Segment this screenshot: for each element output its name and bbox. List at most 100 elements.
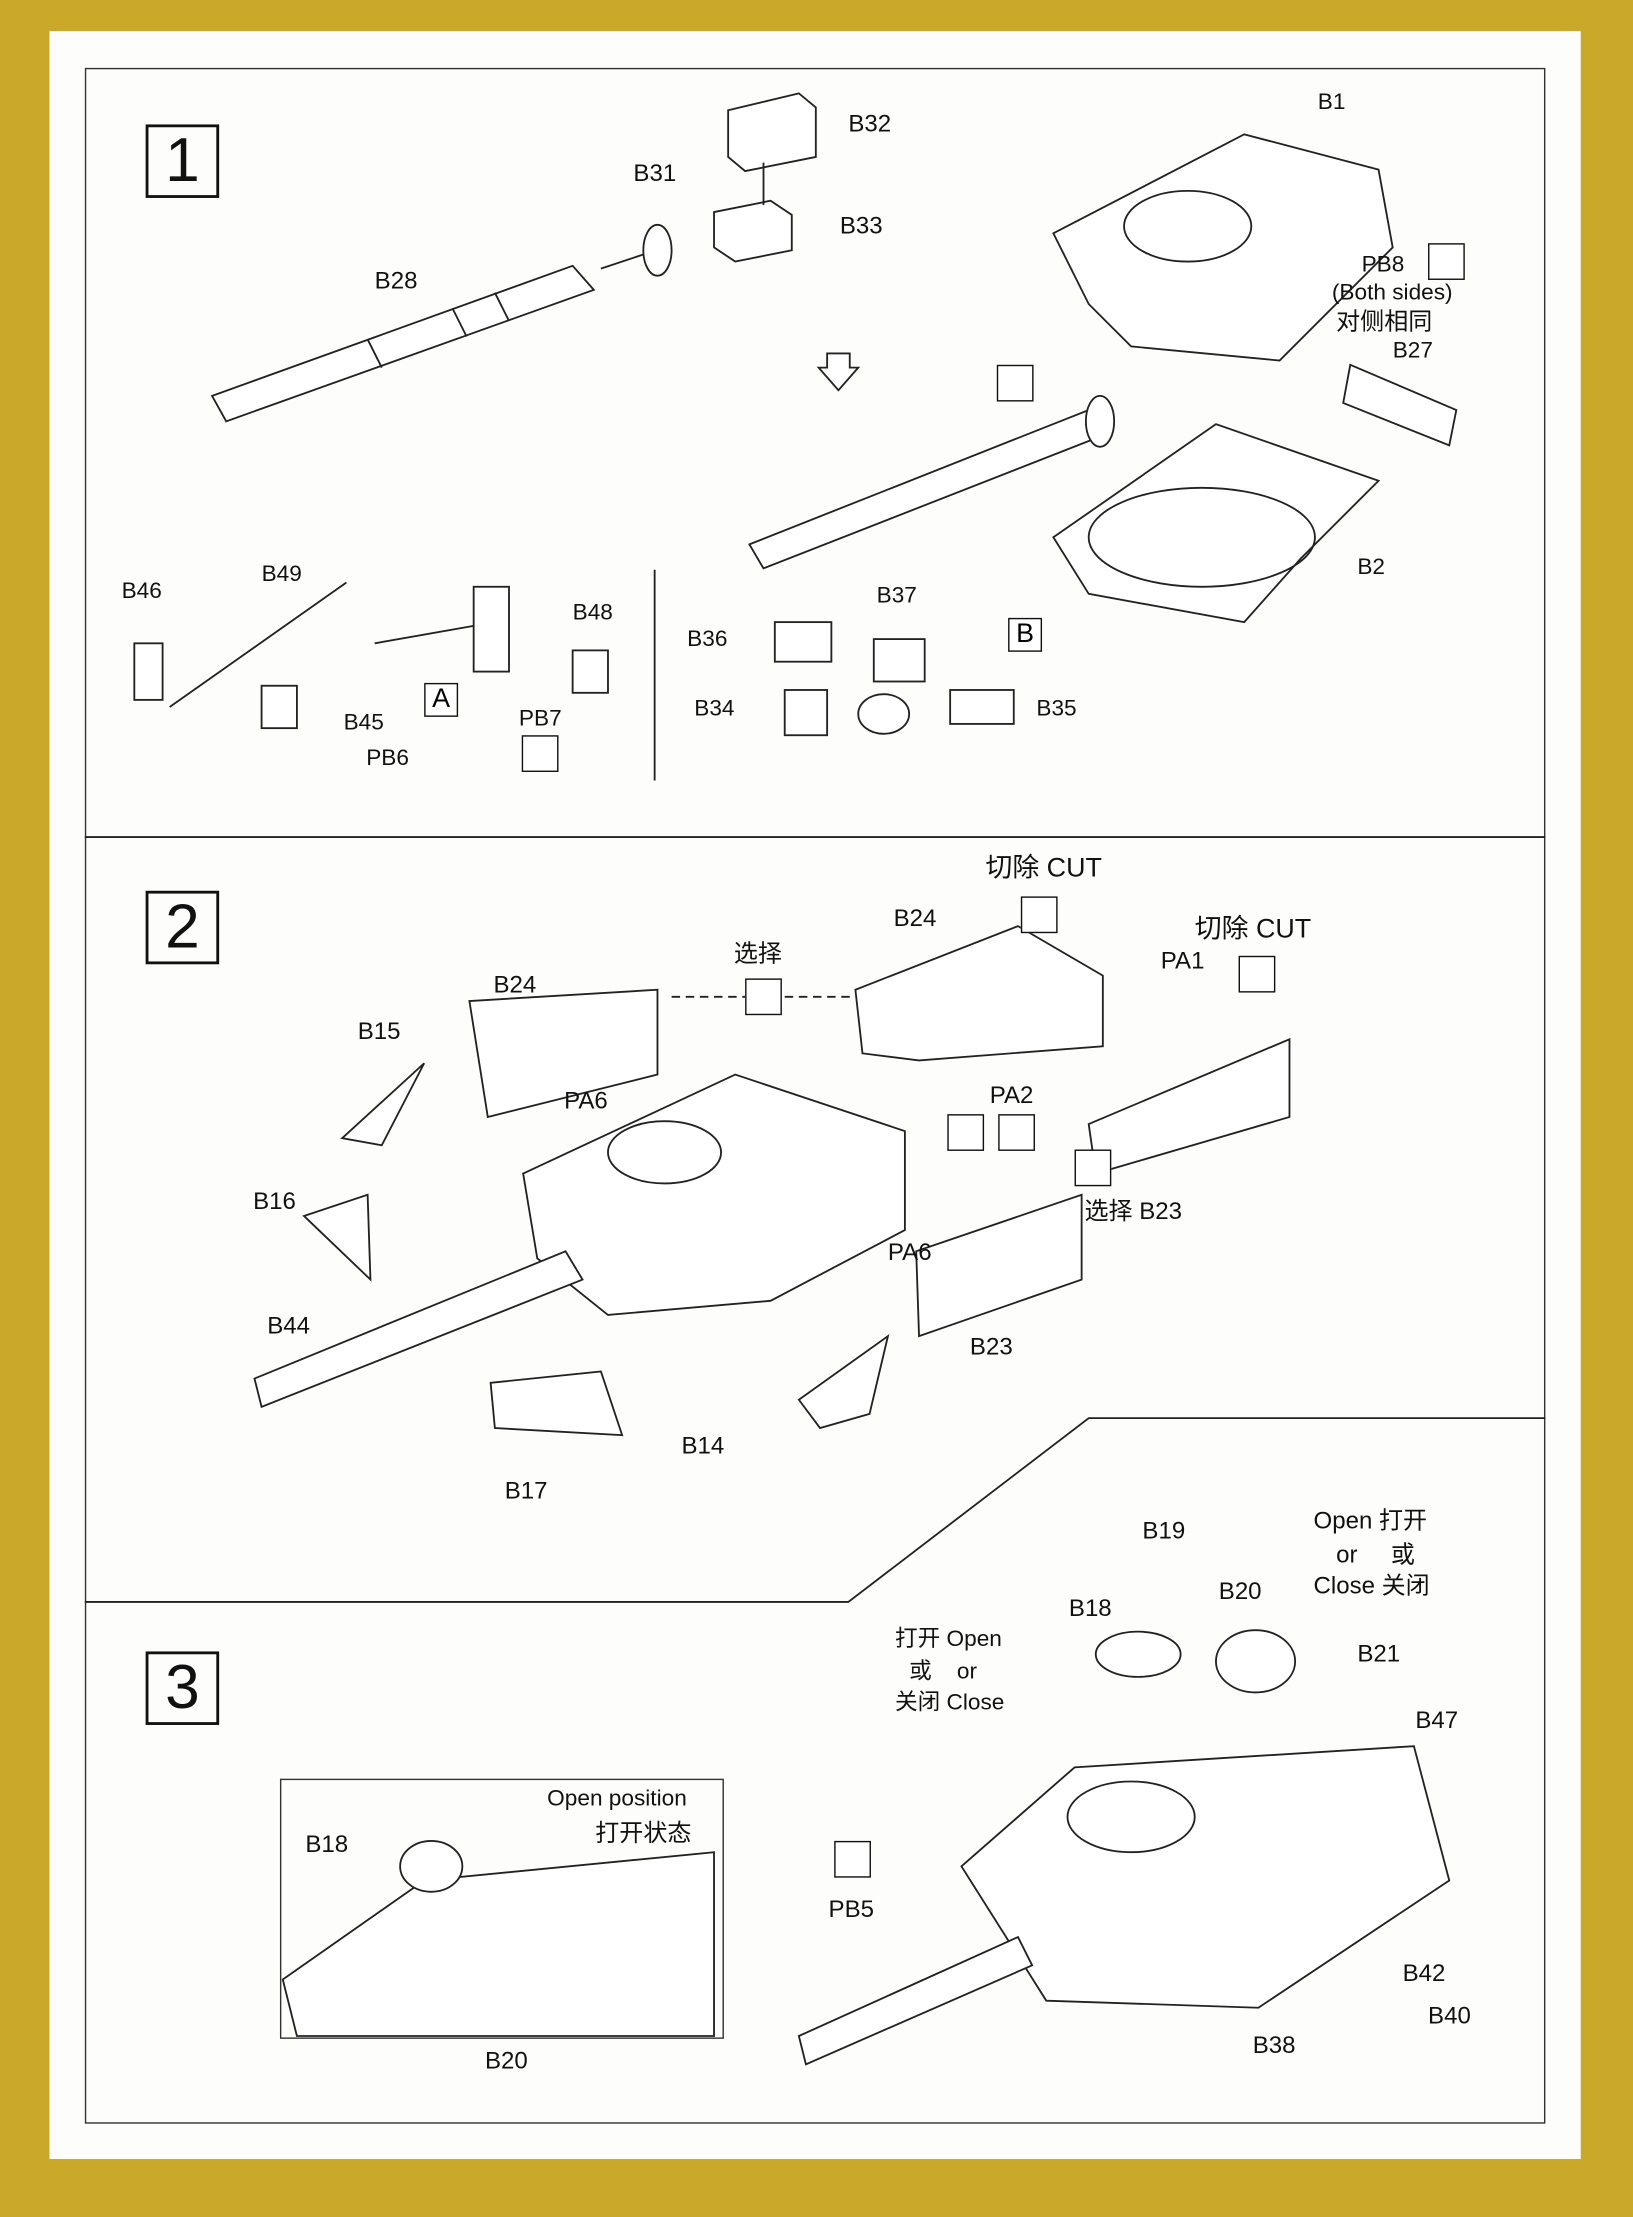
hatch-b18 [1094,1630,1182,1678]
part-label: B20 [1218,1577,1262,1605]
part-label: B28 [374,267,418,295]
note-both-sides-cn: 对侧相同 [1336,308,1433,336]
part-label: B42 [1402,1959,1446,1987]
attach-arrow-icon [947,1114,985,1151]
part-label: B21 [1357,1640,1401,1667]
gun-barrel-b28 [210,264,596,423]
open-close-note: 打开 Open [894,1627,1002,1652]
part-label: B46 [121,579,162,604]
part-label: PA6 [887,1238,932,1266]
step-number-3: 3 [145,1651,220,1725]
part-label: B18 [1068,1594,1112,1622]
part-label: B1 [1317,90,1346,115]
subassembly-a-marker: A [424,682,459,717]
cut-note: 切除 CUT [985,853,1102,884]
assembly-arrow-icon [816,352,861,392]
part-label: PB7 [518,706,562,731]
part-b16 [302,1193,372,1282]
part-label: B27 [1392,339,1433,364]
turret-step2 [253,1073,906,1409]
part-label: B40 [1428,2002,1471,2029]
open-close-note: 或 or [909,1659,978,1684]
part-b17 [489,1370,624,1437]
part-label: PB6 [366,746,409,771]
step-number-2: 2 [145,890,220,965]
part-label: B17 [504,1477,548,1505]
part-label: PA2 [989,1081,1034,1109]
inset-title-cn: 打开状态 [595,1819,692,1847]
step-number-1: 1 [145,124,220,198]
turret-step3 [797,1745,1451,2066]
part-label: B24 [893,904,937,932]
cut-note: 切除 CUT [1194,914,1312,945]
turret-b1 [1052,133,1394,362]
armor-panel-b23 [915,1193,1083,1338]
part-label: B15 [357,1018,401,1045]
stowage-rack-b24-alt [854,925,1104,1062]
option-note: 选择 B23 [1084,1197,1182,1225]
stowage-rack-b24 [468,988,659,1119]
gun-barrel-assembled [748,394,1116,570]
part-label: B31 [633,159,677,187]
option-icon [1074,1149,1112,1187]
turret-ring-b2 [1052,423,1381,624]
part-label: B48 [572,600,613,625]
part-label: B45 [343,711,384,736]
part-label: PA1 [1160,947,1205,975]
open-close-note: Open 打开 [1313,1507,1428,1535]
part-label: B19 [1142,1517,1186,1544]
part-label: PB8 [1361,253,1405,278]
glue-icon [1428,243,1465,280]
part-label: B16 [253,1187,296,1215]
option-note: 选择 [733,940,782,968]
part-label: PA6 [564,1087,608,1115]
part-b32 [727,92,817,173]
part-b27 [1342,363,1458,447]
part-label: B35 [1036,697,1077,722]
part-label: B44 [267,1312,310,1339]
rack-b23-alt [1087,1037,1291,1175]
part-label: B18 [305,1831,349,1858]
inset-hatch-b18-open [399,1839,464,1893]
hatch-b20 [1215,1629,1297,1694]
open-close-note: Close 关闭 [1313,1572,1430,1600]
part-label: B47 [1415,1706,1459,1734]
note-both-sides: (Both sides) [1331,281,1453,306]
arrow [600,253,644,270]
part-b15 [340,1062,425,1147]
part-label: B20 [484,2047,528,2075]
part-label: B24 [493,971,537,999]
part-label: B36 [687,627,728,652]
part-label: B34 [694,697,735,722]
part-b14 [797,1333,890,1430]
open-close-note: or 或 [1336,1541,1415,1569]
open-position-inset [279,1778,724,2039]
parts-assembly-b [773,621,1015,737]
part-label: B33 [839,212,883,239]
part-label: B32 [848,110,892,138]
glue-icon [834,1840,871,1878]
inset-turret [281,1851,715,2037]
inset-title: Open position [547,1787,687,1812]
open-close-note: 关闭 Close [894,1691,1005,1716]
part-label: B37 [876,583,917,608]
step-divider [84,1417,1546,1603]
do-not-glue-icon [996,364,1034,402]
machine-gun-assembly-a [133,581,609,730]
option-icon [745,978,782,1016]
glue-icon [521,735,559,772]
subassembly-b-marker: B [1008,617,1043,652]
cut-icon [1238,955,1276,993]
page-frame [84,67,1546,2124]
part-label: B2 [1357,555,1386,580]
part-label: B23 [969,1333,1013,1361]
glue-icon [998,1114,1035,1151]
mantlet-ring-b31 [642,223,673,277]
part-label: B38 [1252,2031,1296,2059]
cut-icon [1020,896,1058,934]
part-label: PB5 [828,1896,874,1923]
part-label: B49 [261,562,302,587]
part-label: B14 [681,1432,725,1460]
